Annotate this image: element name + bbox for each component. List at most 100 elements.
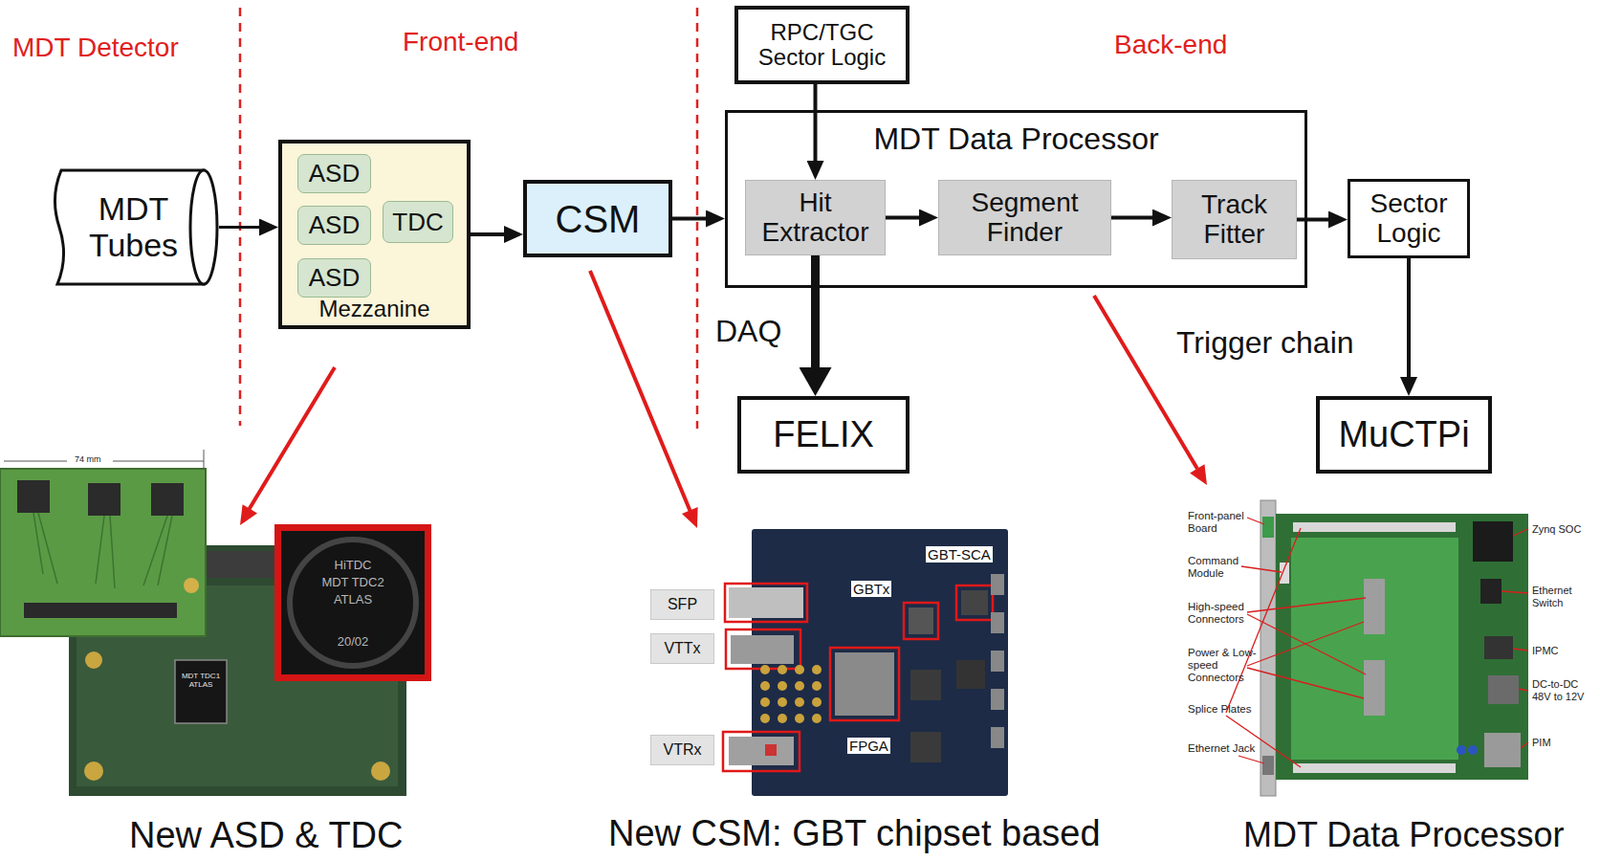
- connector: [1363, 659, 1385, 716]
- pcb-trace: [33, 512, 173, 589]
- flow-arrow: [1406, 258, 1411, 377]
- callout-label: IPMC: [1532, 644, 1596, 658]
- node-text: Hit Extractor: [751, 188, 879, 248]
- pcb-board: [0, 468, 206, 636]
- node-text: Segment Finder: [944, 188, 1105, 248]
- flow-arrow: [813, 84, 818, 161]
- path-label: DAQ: [715, 313, 782, 350]
- photo-caption: New ASD & TDC: [129, 814, 403, 857]
- chip-marking-ring: [289, 539, 417, 666]
- dimension-line: [3, 460, 67, 462]
- command-module: [1279, 562, 1290, 584]
- node-text: ASD: [308, 263, 360, 292]
- gbtx-chip: [908, 607, 934, 635]
- pcb-connector: [23, 602, 177, 618]
- cylinder-end: [190, 170, 218, 285]
- dimension-line: [112, 460, 204, 462]
- csm-box: CSM: [523, 179, 673, 258]
- mezzanine-board: ASDASDASDTDCMezzanine: [278, 139, 471, 329]
- pcb-board: [1275, 513, 1529, 780]
- pointer-head: [1189, 463, 1207, 485]
- flow-arrow: [470, 232, 505, 237]
- tdc-chip: [175, 659, 227, 724]
- connector-tag: VTTx: [650, 633, 715, 664]
- chip-marking: ATLAS: [305, 592, 401, 608]
- region-label: Front-end: [402, 26, 519, 58]
- photo-caption: MDT Data Processor: [1243, 814, 1564, 855]
- path-label: Trigger chain: [1176, 325, 1355, 361]
- processor-box: Hit ExtractorSegment FinderTrack FitterM…: [724, 109, 1308, 288]
- pim-module: [1484, 732, 1521, 768]
- sector-logic-box: RPC/TGC Sector Logic: [734, 5, 910, 85]
- tube-cylinder: MDT Tubes: [47, 168, 220, 286]
- felix-box: FELIX: [737, 395, 910, 474]
- node-text: SFP: [667, 595, 698, 614]
- node-text: VTTx: [663, 639, 701, 658]
- connector-tag: VTRx: [650, 734, 715, 766]
- mount-hole: [85, 651, 103, 669]
- boundary-line: [239, 7, 242, 426]
- capacitor: [1468, 745, 1478, 755]
- leader-lines: [1226, 517, 1529, 768]
- mount-hole: [183, 577, 199, 593]
- sma-connectors: [760, 664, 822, 724]
- flow-arrow: [219, 225, 260, 229]
- connector-tag: SFP: [650, 589, 715, 620]
- sfp-cage: [728, 587, 804, 618]
- asd-chip: ASD: [297, 153, 372, 194]
- fpga-chip: [834, 652, 895, 716]
- capacitor: [1456, 745, 1467, 755]
- front-panel: [1260, 500, 1276, 796]
- mount-hole: [84, 761, 104, 781]
- asd-chip: [151, 482, 184, 516]
- callout-label: Ethernet Jack: [1187, 742, 1257, 755]
- highlight-box: [723, 731, 800, 771]
- sector-logic-box: Sector Logic: [1347, 178, 1470, 259]
- callout-label: Splice Plates: [1187, 702, 1257, 716]
- callout-label: High-speed Connectors: [1187, 600, 1257, 626]
- region-label: MDT Detector: [12, 32, 179, 64]
- asd-chip: [17, 480, 50, 513]
- asd-chip: ASD: [297, 205, 372, 245]
- highlight-box: [903, 602, 939, 639]
- chip: [910, 731, 942, 763]
- node-text: VTRx: [663, 741, 702, 759]
- chip-marking: MDT TDC1 ATLAS: [176, 671, 225, 689]
- part-label: FPGA: [847, 737, 891, 754]
- node-text: RPC/TGC Sector Logic: [744, 20, 900, 71]
- node-text: MuCTPi: [1337, 415, 1469, 456]
- node-text: TDC: [392, 208, 443, 237]
- ethernet-jack: [1262, 755, 1274, 775]
- edge-connectors: [990, 573, 1005, 748]
- dcdc-module: [1488, 675, 1519, 704]
- callout-label: Ethernet Switch: [1532, 584, 1596, 609]
- chip-marking: MDT TDC2: [305, 575, 401, 591]
- tdc-chip: TDC: [382, 200, 454, 243]
- region-label: Back-end: [1114, 29, 1228, 61]
- chip-marking: HiTDC: [305, 558, 401, 573]
- pointer-arrow: [248, 367, 335, 510]
- flow-arrow: [885, 216, 920, 220]
- chip-marking: 20/02: [305, 635, 401, 650]
- cylinder-body: [54, 170, 204, 285]
- vttx-module: [730, 635, 794, 664]
- switch-chip: [1480, 578, 1502, 604]
- vtrx-part: [765, 744, 777, 756]
- node-text: MDT Tubes: [80, 191, 187, 264]
- callout-label: Command Module: [1187, 554, 1257, 580]
- muctpi-box: MuCTPi: [1315, 395, 1492, 474]
- pointer-head: [681, 506, 699, 528]
- soc-chip: [1472, 521, 1513, 562]
- node-text: ASD: [308, 211, 360, 240]
- callout-label: Front-panel Board: [1187, 509, 1257, 535]
- asd-chip: ASD: [297, 258, 372, 298]
- part-label: GBTx: [851, 580, 892, 597]
- vtrx-module: [728, 736, 794, 766]
- highlight-box: [724, 583, 808, 622]
- pointer-arrows: [240, 270, 1207, 528]
- photo-caption: New CSM: GBT chipset based: [608, 812, 1101, 855]
- processor-photo: [1226, 500, 1529, 796]
- csm-photo: [723, 528, 1009, 796]
- flow-arrow: [1111, 216, 1153, 220]
